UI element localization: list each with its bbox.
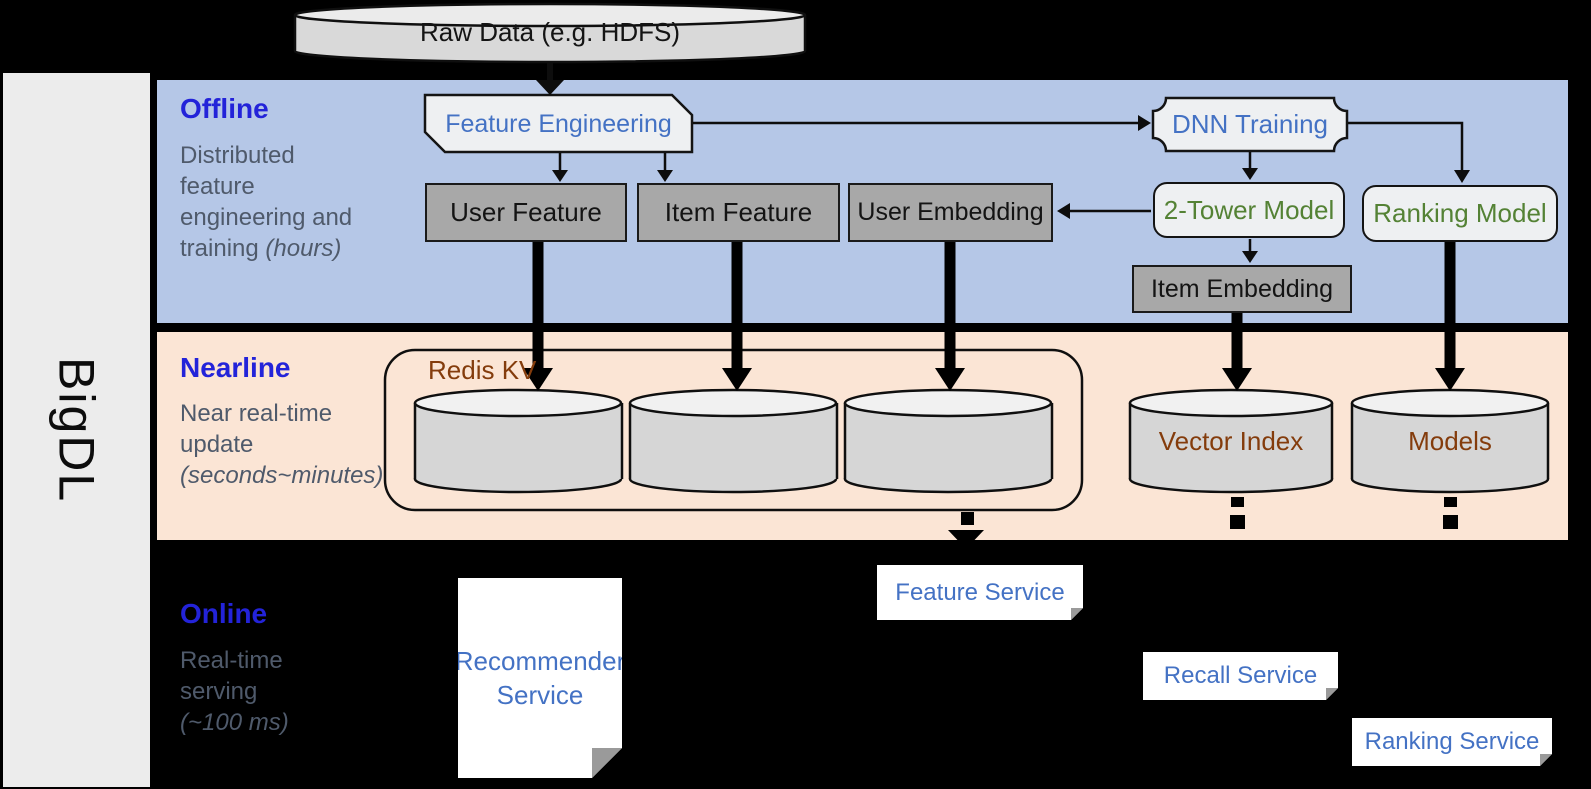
vector-index-label: Vector Index <box>1158 425 1304 456</box>
online-title: Online <box>180 598 268 629</box>
ranking-service-node: Ranking Service <box>1352 718 1552 766</box>
user-feature-node: User Feature <box>425 183 627 242</box>
feature-engineering-shape <box>423 93 694 154</box>
thin-arrows <box>536 63 1470 263</box>
redis-cylinder-3 <box>843 388 1054 494</box>
models-cylinder-shape <box>1350 388 1550 494</box>
bigdl-logo-text: BigDL <box>48 356 105 504</box>
offline-title: Offline <box>180 93 269 124</box>
raw-data-label: Raw Data (e.g. HDFS) <box>419 16 681 47</box>
thick-arrows <box>523 240 1465 391</box>
recommender-service-node: Recommender Service <box>458 578 622 778</box>
ranking-model-node: Ranking Model <box>1362 185 1558 242</box>
user-embedding-node: User Embedding <box>848 183 1053 242</box>
two-tower-model-node: 2-Tower Model <box>1153 182 1345 238</box>
item-feature-node: Item Feature <box>637 183 840 242</box>
dnn-training-shape <box>1151 96 1349 153</box>
models-label: Models <box>1408 425 1492 456</box>
redis-cylinder-1 <box>413 388 624 494</box>
nearline-title: Nearline <box>180 352 291 383</box>
recall-service-node: Recall Service <box>1143 652 1338 700</box>
feature-engineering-node: Feature Engineering <box>445 109 672 138</box>
online-description: Real-time serving (~100 ms) <box>180 647 289 736</box>
redis-cylinder-2 <box>628 388 839 494</box>
offline-description: Distributed feature engineering and trai… <box>180 142 353 262</box>
feature-service-node: Feature Service <box>877 565 1083 620</box>
raw-data-cylinder-shape <box>293 2 807 64</box>
bigdl-sidebar: BigDL <box>3 73 150 787</box>
dnn-training-node: DNN Training <box>1171 109 1329 139</box>
nearline-description: Near real-time update (seconds~minutes) <box>180 400 384 489</box>
redis-kv-label: Redis KV <box>428 354 537 385</box>
item-embedding-node: Item Embedding <box>1132 265 1352 313</box>
vector-index-cylinder-shape <box>1128 388 1334 494</box>
dashed-links <box>948 497 1458 549</box>
